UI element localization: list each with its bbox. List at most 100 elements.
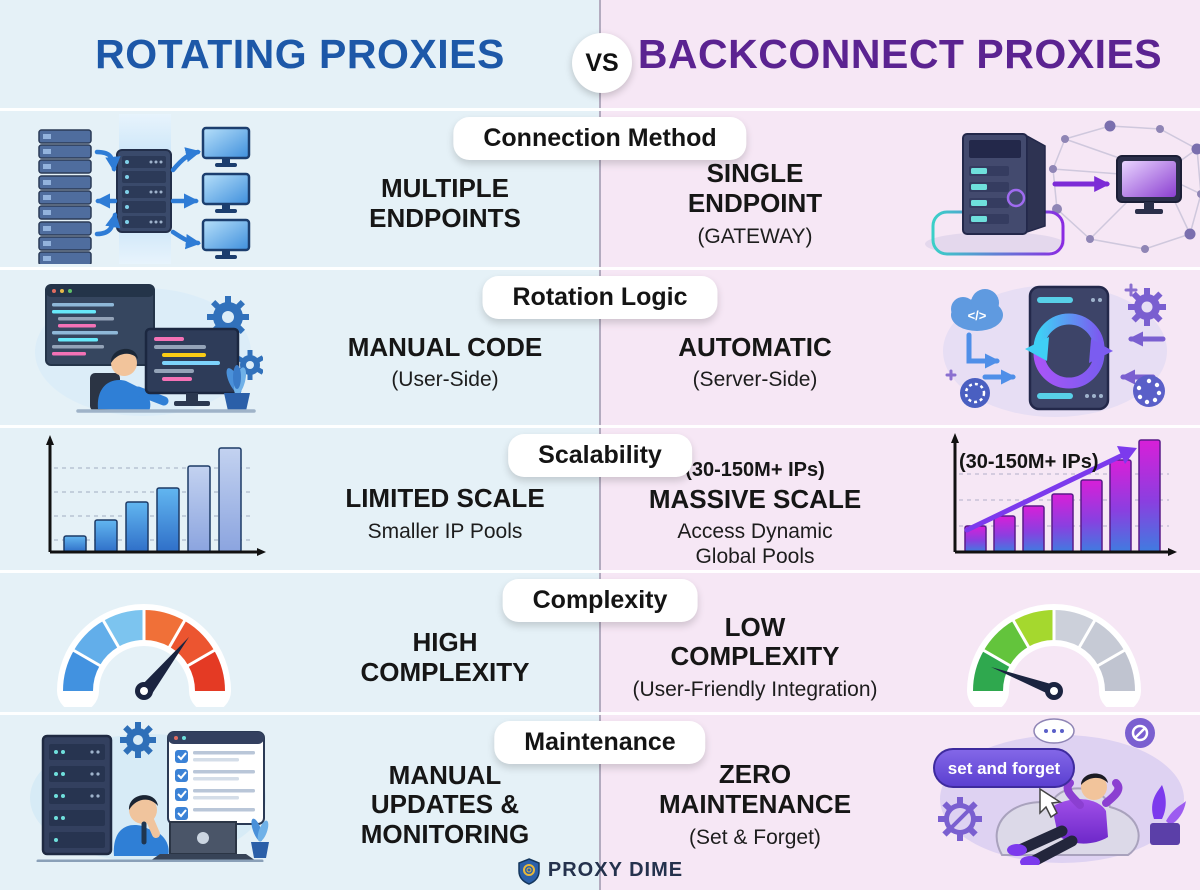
right-text-cell: (30-150M+ IPs) MASSIVE SCALE Access Dyna… [600, 428, 910, 570]
gauge-needle [991, 666, 1057, 698]
category-pill: Complexity [502, 579, 698, 622]
cloud-code-icon: </> [951, 288, 1003, 331]
no-maintenance-gear-icon [938, 797, 982, 841]
left-claim-sub: (User-Side) [391, 368, 499, 392]
central-server-icon [116, 149, 172, 233]
right-text-cell: AUTOMATIC (Server-Side) [600, 270, 910, 425]
worried-admin-figure [113, 795, 169, 856]
svg-text:set and forget: set and forget [948, 759, 1061, 778]
axes [48, 444, 258, 554]
footer: PROXY DIME [0, 858, 1200, 890]
left-illustration-cell [0, 111, 290, 267]
right-claim-sub: (Set & Forget) [689, 825, 821, 849]
left-claim: MANUAL CODE [347, 331, 543, 362]
low-complexity-gauge [967, 603, 1141, 707]
left-column-title: ROTATING PROXIES [95, 30, 505, 77]
left-text-cell: LIMITED SCALE Smaller IP Pools [290, 428, 600, 570]
left-claim: HIGH COMPLEXITY [360, 626, 530, 687]
rotation-arrows-icon [1025, 313, 1113, 388]
gauge-segments [62, 609, 226, 692]
network-nodes [1049, 120, 1200, 253]
set-and-forget-button: set and forget [933, 748, 1075, 788]
left-text-cell: MULTIPLE ENDPOINTS [290, 111, 600, 267]
single-endpoint-illustration [925, 120, 1200, 256]
bars [964, 439, 1161, 553]
right-claim-sub: (Server-Side) [692, 368, 818, 392]
svg-text:</>: </> [968, 308, 987, 323]
left-claim: MULTIPLE ENDPOINTS [369, 173, 521, 233]
plant-icon [250, 818, 269, 858]
monitor-icons [201, 126, 251, 259]
laptop-icon [149, 821, 256, 861]
right-claim: ZERO MAINTENANCE [658, 759, 852, 819]
plant-icon [1150, 785, 1186, 845]
gauge-needle [138, 636, 189, 697]
blocked-badge-icon [1125, 718, 1155, 748]
plant-icon [223, 364, 250, 411]
dial-icon [960, 377, 990, 408]
massive-scale-chart: (30-150M+ IPs) [951, 433, 1177, 556]
bars [63, 447, 242, 553]
gateway-server-icon [962, 133, 1046, 235]
row-maintenance: Maintenance [0, 712, 1200, 865]
vs-badge: VS [572, 33, 632, 93]
chart-note: (30-150M+ IPs) [959, 451, 1099, 473]
server-rack-icon [41, 734, 112, 856]
gear-icon [119, 722, 156, 758]
category-pill: Connection Method [453, 117, 747, 160]
row-rotation-logic: Rotation Logic [0, 267, 1200, 425]
right-text-cell: ZERO MAINTENANCE (Set & Forget) [600, 715, 910, 865]
axes [953, 442, 1169, 554]
code-window-icon [44, 283, 155, 366]
zero-maintenance-illustration: set and forget [933, 718, 1186, 865]
left-illustration-cell [0, 573, 290, 712]
speech-bubble-icon [1033, 718, 1075, 744]
row-connection-method: Connection Method [0, 108, 1200, 267]
right-illustration-cell: set and forget [910, 715, 1200, 865]
left-illustration-cell [0, 428, 290, 570]
relaxing-person-figure [1007, 773, 1123, 865]
left-text-cell: MANUAL UPDATES & MONITORING [290, 715, 600, 865]
right-claim-sub: Access Dynamic Global Pools [677, 520, 833, 569]
developer-figure [89, 348, 168, 411]
inbound-arrows [966, 332, 1016, 384]
right-illustration-cell: </> [910, 270, 1200, 425]
category-pill: Rotation Logic [482, 276, 718, 319]
left-text-cell: MANUAL CODE (User-Side) [290, 270, 600, 425]
category-pill: Maintenance [494, 721, 706, 764]
desk-monitor-icon [144, 327, 239, 406]
right-text-cell: LOW COMPLEXITY (User-Friendly Integratio… [600, 573, 910, 712]
row-complexity: Complexity HIGH COMPLEXIT [0, 570, 1200, 712]
left-illustration-cell [0, 715, 290, 865]
right-claim-note: (30-150M+ IPs) [685, 458, 825, 481]
multiple-endpoints-illustration [38, 114, 251, 264]
right-illustration-cell [910, 573, 1200, 712]
right-claim-sub: (User-Friendly Integration) [632, 678, 878, 702]
cursor-icon [1039, 787, 1063, 819]
category-pill: Scalability [508, 434, 692, 477]
right-claim: LOW COMPLEXITY [670, 611, 840, 672]
row-scalability: Scalability [0, 425, 1200, 570]
gauge-segments [972, 609, 1136, 692]
brand-shield-icon [518, 858, 540, 885]
client-monitor-icon [1116, 155, 1182, 214]
manual-coding-illustration [34, 283, 263, 416]
brand-name: PROXY DIME [547, 859, 684, 881]
header: ROTATING PROXIES VS BACKCONNECT PROXIES [0, 0, 1200, 108]
left-claim-sub: Smaller IP Pools [367, 519, 523, 543]
right-claim: MASSIVE SCALE [648, 483, 862, 514]
left-claim: MANUAL UPDATES & MONITORING [360, 759, 530, 849]
left-text-cell: HIGH COMPLEXITY [290, 573, 600, 712]
auto-rotation-illustration: </> [943, 283, 1167, 417]
manual-maintenance-illustration [29, 722, 269, 862]
right-illustration-cell: (30-150M+ IPs) [910, 428, 1200, 570]
dotted-wheel-icon [1133, 374, 1165, 407]
sparkles [945, 283, 1138, 380]
left-claim: LIMITED SCALE [345, 483, 545, 514]
left-illustration-cell [0, 270, 290, 425]
right-claim: SINGLE ENDPOINT [687, 158, 823, 218]
server-stack-icon [38, 129, 92, 264]
flow-arrows [94, 147, 202, 250]
gear-icon [1128, 287, 1166, 326]
